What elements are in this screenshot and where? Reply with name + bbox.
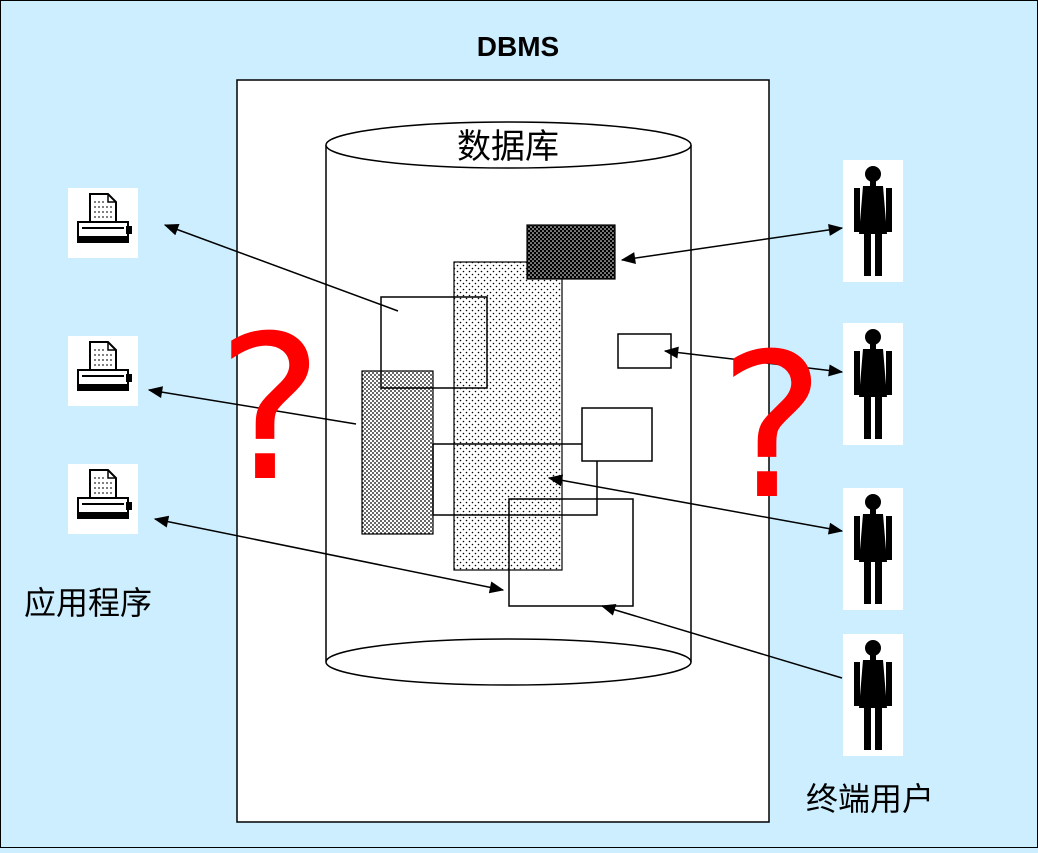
- person-icon: [843, 323, 903, 445]
- printer-icon: [67, 335, 139, 407]
- person-icon: [843, 488, 903, 610]
- printer-icon: [67, 187, 139, 259]
- question-mark-right: ?: [719, 311, 825, 544]
- data-block-dark: [526, 224, 616, 280]
- printer-icon: [67, 463, 139, 535]
- arrow-user-1: [620, 223, 844, 265]
- question-mark-left: ?: [217, 293, 323, 526]
- users-label: 终端用户: [806, 780, 934, 818]
- arrow-user-3: [547, 474, 844, 535]
- arrow-app-3: [153, 515, 505, 594]
- data-block-left: [361, 370, 434, 535]
- database-label: 数据库: [457, 127, 559, 167]
- view-box-1: [380, 296, 488, 389]
- view-box-4: [617, 333, 672, 369]
- person-icon: [843, 160, 903, 282]
- arrow-user-2: [663, 346, 844, 377]
- data-block-tall: [453, 261, 563, 571]
- person-icon: [843, 634, 903, 756]
- view-box-3: [581, 407, 653, 462]
- arrow-app-1: [163, 223, 399, 312]
- diagram-title: DBMS: [477, 31, 559, 62]
- apps-label: 应用程序: [24, 584, 152, 622]
- arrow-app-2: [147, 386, 357, 425]
- arrow-user-4: [600, 604, 843, 679]
